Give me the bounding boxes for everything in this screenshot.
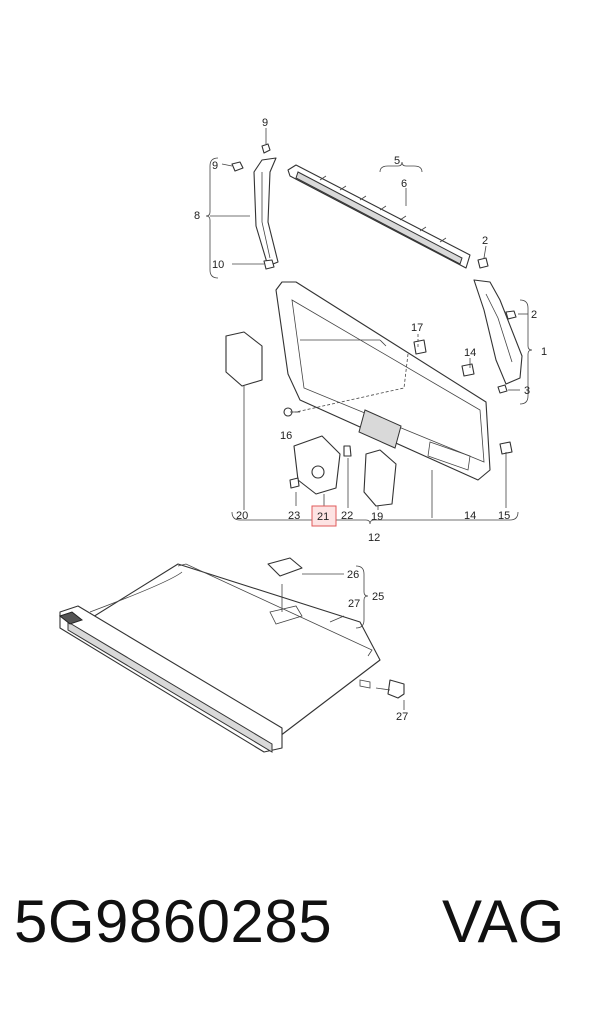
callout-22: 22 [341, 510, 353, 522]
right-pillar-trim [473, 279, 523, 385]
clip-10 [263, 259, 275, 270]
callout-27-top: 27 [348, 598, 360, 610]
side-cover-20 [225, 331, 263, 387]
clip-15 [499, 441, 513, 455]
callout-14-top: 14 [464, 347, 476, 359]
clip-17 [413, 339, 427, 355]
tailgate-trim-panel [275, 281, 491, 481]
callout-10: 10 [212, 259, 224, 271]
brand-name: VAG [442, 888, 565, 955]
callout-25: 25 [372, 591, 384, 603]
part-number: 5G9860285 [14, 888, 333, 955]
callout-21: 21 [317, 511, 329, 523]
upper-trim-strip [287, 164, 471, 269]
luggage-compartment-cover [58, 557, 381, 753]
callout-3: 3 [524, 385, 530, 397]
clip-22 [343, 445, 352, 457]
callout-23: 23 [288, 510, 300, 522]
callout-6: 6 [401, 178, 407, 190]
callout-14-bottom: 14 [464, 510, 476, 522]
callout-27-bottom: 27 [396, 711, 408, 723]
clip-2-top [477, 257, 489, 269]
clip-14 [461, 363, 475, 377]
callout-9-top: 9 [262, 117, 268, 129]
callout-highlight [311, 505, 337, 527]
clip-9-top [261, 143, 271, 154]
callout-20: 20 [236, 510, 248, 522]
callout-26: 26 [347, 569, 359, 581]
callout-15: 15 [498, 510, 510, 522]
callout-2-right: 2 [531, 309, 537, 321]
clip-3 [497, 384, 508, 394]
callout-16: 16 [280, 430, 292, 442]
callout-19: 19 [371, 511, 383, 523]
screw-23 [289, 477, 300, 489]
callout-2-top: 2 [482, 235, 488, 247]
callout-9-left: 9 [212, 160, 218, 172]
parts-diagram: 9 9 8 10 5 6 2 2 1 3 17 14 16 20 23 21 2… [58, 117, 547, 753]
callout-1: 1 [541, 346, 547, 358]
callout-12: 12 [368, 532, 380, 544]
callout-8: 8 [194, 210, 200, 222]
callout-5: 5 [394, 155, 400, 167]
cover-19 [363, 449, 397, 507]
cover-cap-21 [293, 435, 341, 495]
left-pillar-trim [253, 157, 279, 267]
callout-17: 17 [411, 322, 423, 334]
clip-9-left [231, 161, 244, 172]
clip-2-right [505, 310, 517, 320]
bracket-27 [387, 679, 405, 699]
